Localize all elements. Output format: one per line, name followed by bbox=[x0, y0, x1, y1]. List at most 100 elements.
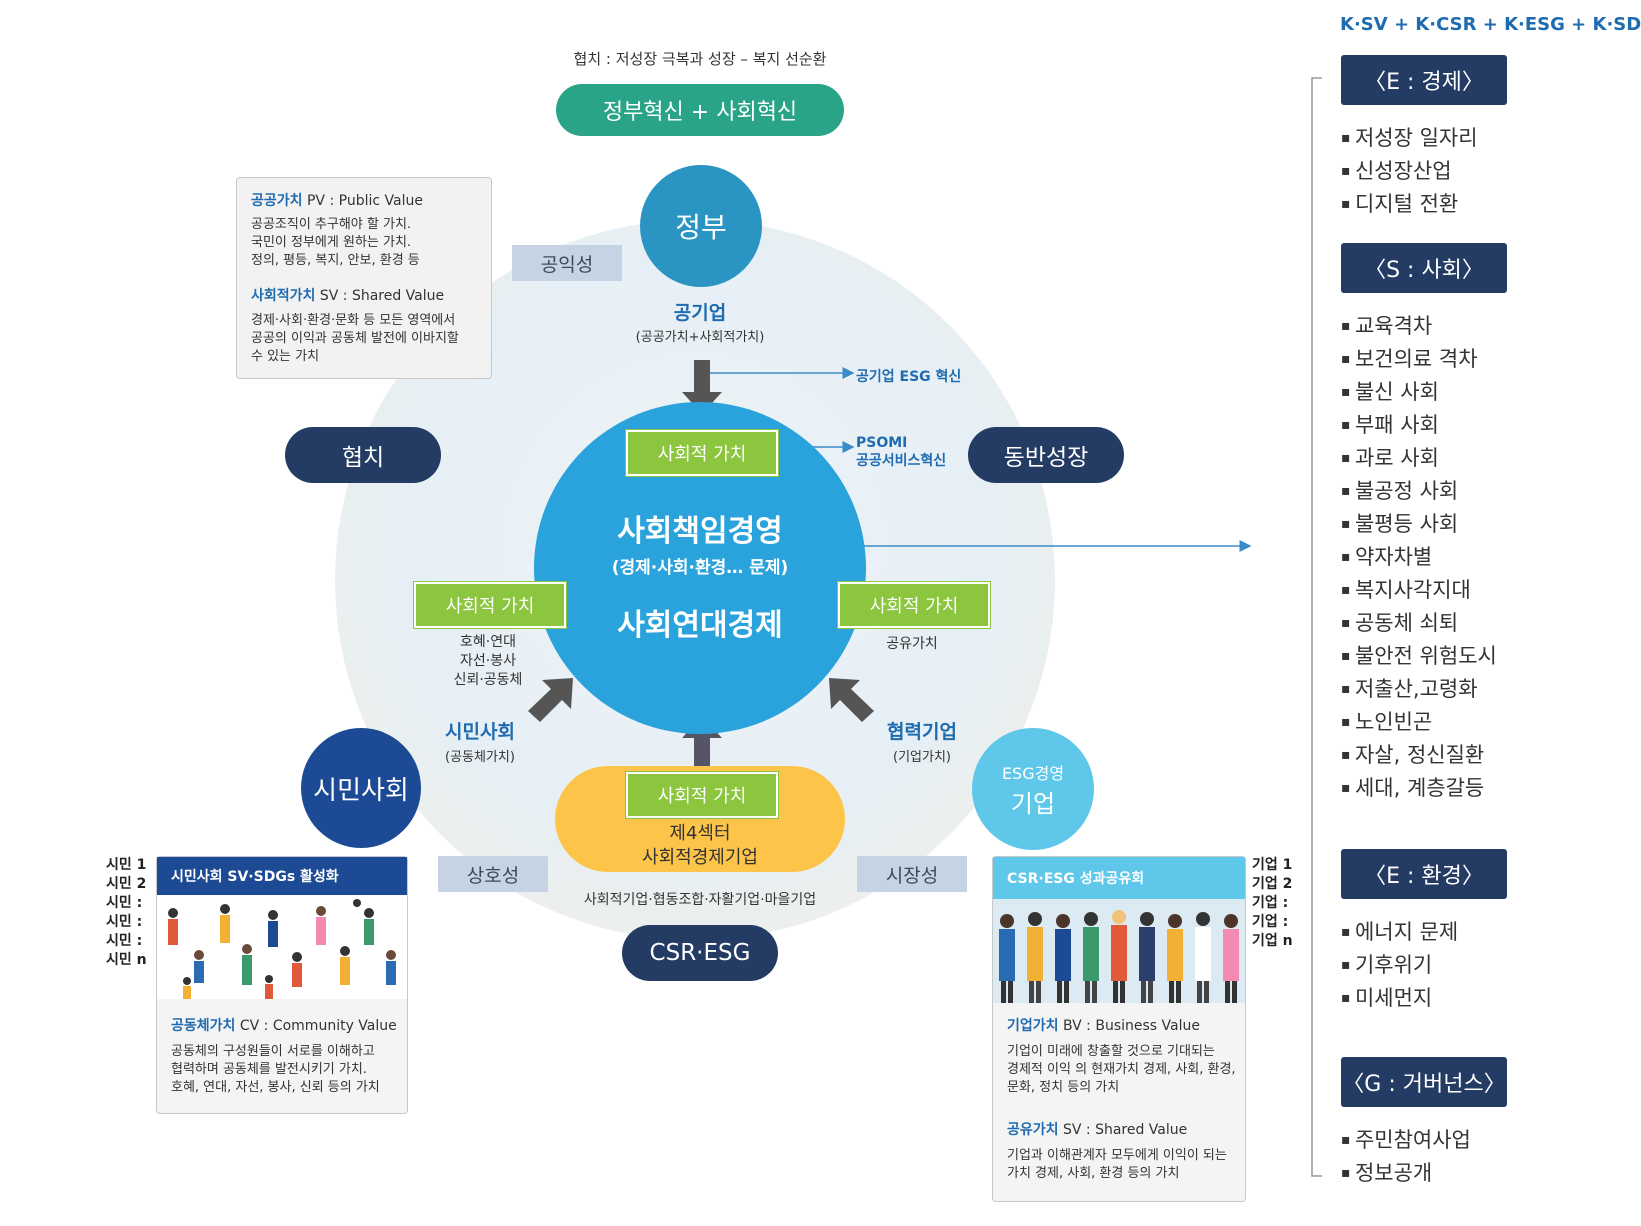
right-diagonal-arrow bbox=[829, 678, 874, 722]
category-item: 저출산,고령화 bbox=[1341, 673, 1497, 706]
fourth-sector-line: 사회적경제기업 bbox=[642, 847, 758, 868]
pv-line: 국민이 정부에게 원하는 가치. bbox=[251, 235, 412, 250]
company-item: 기업 : bbox=[1252, 895, 1289, 911]
company-card: CSR·ESG 성과공유회 기업가치 BV : Business Value 기… bbox=[992, 856, 1246, 1202]
category-item: 주민참여사업 bbox=[1341, 1124, 1471, 1157]
bv-title: 기업가치 BV : Business Value bbox=[1007, 1015, 1200, 1035]
left-sv-line: 호혜·연대 bbox=[460, 634, 516, 650]
category-item: 저성장 일자리 bbox=[1341, 122, 1478, 155]
cv-lines: 공동체의 구성원들이 서로를 이해하고 협력하며 공동체를 발전시키기 가치. … bbox=[171, 1043, 380, 1097]
category-item: 불신 사회 bbox=[1341, 376, 1497, 409]
pv-line: 정의, 평등, 복지, 안보, 환경 등 bbox=[251, 253, 420, 268]
company-card-header: CSR·ESG 성과공유회 bbox=[993, 857, 1245, 899]
category-economy-head: 〈E : 경제〉 bbox=[1341, 55, 1507, 105]
categories-bracket bbox=[1311, 77, 1322, 1177]
left-social-value-lines: 호혜·연대 자선·봉사 신뢰·공동체 bbox=[430, 633, 546, 690]
company-sv-title-bold: 공유가치 bbox=[1007, 1122, 1059, 1138]
category-society-head: 〈S : 사회〉 bbox=[1341, 243, 1507, 293]
company-sv-lines: 기업과 이해관계자 모두에게 이익이 되는 가치 경제, 사회, 환경 등의 가… bbox=[1007, 1147, 1227, 1183]
cv-line: 협력하며 공동체를 발전시키기 가치. bbox=[171, 1062, 367, 1077]
company-sv-title: 공유가치 SV : Shared Value bbox=[1007, 1119, 1187, 1139]
category-item: 불안전 위험도시 bbox=[1341, 640, 1497, 673]
top-caption: 협치 : 저성장 극복과 성장 – 복지 선순환 bbox=[573, 49, 827, 68]
esg-innovation-label: 공기업 ESG 혁신 bbox=[856, 369, 962, 385]
crowd-illustration-icon bbox=[168, 899, 396, 999]
cv-title-bold: 공동체가치 bbox=[171, 1018, 236, 1034]
company-sv-line: 기업과 이해관계자 모두에게 이익이 되는 bbox=[1007, 1148, 1227, 1163]
psomi-label: PSOMI 공공서비스혁신 bbox=[856, 434, 946, 470]
marketability-tag: 시장성 bbox=[857, 856, 967, 892]
framework-title: K·SV + K·CSR + K·ESG + K·SDGs bbox=[1340, 14, 1641, 35]
sv-line: 수 있는 가치 bbox=[251, 349, 320, 364]
bv-line: 경제적 이익 의 현재가치 경제, 사회, 환경, bbox=[1007, 1062, 1236, 1077]
category-item: 교육격차 bbox=[1341, 310, 1497, 343]
citizens-list: 시민 1 시민 2 시민 : 시민 : 시민 : 시민 n bbox=[106, 856, 150, 970]
cv-line: 공동체의 구성원들이 서로를 이해하고 bbox=[171, 1044, 375, 1059]
innovation-banner: 정부혁신 + 사회혁신 bbox=[556, 84, 844, 136]
category-item: 정보공개 bbox=[1341, 1157, 1471, 1190]
citizen-item: 시민 : bbox=[106, 914, 143, 930]
fourth-sector-caption: 사회적기업·협동조합·자활기업·마을기업 bbox=[583, 892, 817, 908]
category-item: 부패 사회 bbox=[1341, 409, 1497, 442]
category-item: 에너지 문제 bbox=[1341, 916, 1458, 949]
citizen-item: 시민 2 bbox=[106, 876, 147, 892]
esg-company-circle: ESG경영 기업 bbox=[972, 728, 1094, 850]
category-item: 불공정 사회 bbox=[1341, 475, 1497, 508]
partner-company-title: 협력기업 bbox=[887, 720, 957, 743]
civil-society-circle: 시민사회 bbox=[301, 728, 421, 848]
business-people-icon bbox=[999, 910, 1239, 1003]
csr-esg-pill: CSR·ESG bbox=[622, 925, 778, 981]
left-diagonal-arrow bbox=[528, 678, 573, 722]
company-item: 기업 1 bbox=[1252, 857, 1293, 873]
category-item: 복지사각지대 bbox=[1341, 574, 1497, 607]
company-item: 기업 n bbox=[1252, 933, 1293, 949]
category-item: 기후위기 bbox=[1341, 949, 1458, 982]
public-enterprise-sub: (공공가치+사회적가치) bbox=[635, 329, 765, 345]
partner-company-sub: (기업가치) bbox=[893, 749, 951, 765]
reciprocity-tag: 상호성 bbox=[438, 856, 548, 892]
civil-card-header: 시민사회 SV·SDGs 활성화 bbox=[157, 857, 407, 895]
right-social-value-line: 공유가치 bbox=[886, 636, 938, 652]
esg-company-line2: 기업 bbox=[1010, 789, 1056, 818]
bv-title-bold: 기업가치 bbox=[1007, 1018, 1059, 1034]
sv-title: 사회적가치 SV : Shared Value bbox=[251, 285, 444, 305]
psomi-line: PSOMI bbox=[856, 435, 908, 451]
shared-growth-pill: 동반성장 bbox=[968, 427, 1124, 483]
category-item: 신성장산업 bbox=[1341, 155, 1478, 188]
cv-title: 공동체가치 CV : Community Value bbox=[171, 1015, 397, 1035]
fourth-sector-text: 제4섹터 사회적경제기업 bbox=[580, 822, 820, 870]
category-item: 과로 사회 bbox=[1341, 442, 1497, 475]
citizen-item: 시민 1 bbox=[106, 857, 147, 873]
sv-line: 경제·사회·환경·문화 등 모든 영역에서 bbox=[251, 313, 456, 328]
pv-line: 공공조직이 추구해야 할 가치. bbox=[251, 217, 412, 232]
category-item: 노인빈곤 bbox=[1341, 706, 1497, 739]
right-social-value-box: 사회적 가치 bbox=[838, 582, 990, 628]
sv-title-rest: SV : Shared Value bbox=[315, 288, 445, 304]
civil-society-title: 시민사회 bbox=[445, 720, 515, 743]
pv-title-bold: 공공가치 bbox=[251, 193, 303, 209]
category-item: 세대, 계층갈등 bbox=[1341, 772, 1497, 805]
category-item: 약자차별 bbox=[1341, 541, 1497, 574]
csr-title: 사회책임경영 bbox=[617, 514, 783, 549]
companies-list: 기업 1 기업 2 기업 : 기업 : 기업 n bbox=[1252, 856, 1302, 951]
people-illustration bbox=[157, 895, 407, 999]
public-enterprise-title: 공기업 bbox=[673, 301, 727, 324]
fourth-sector-line: 제4섹터 bbox=[669, 823, 731, 844]
bv-title-rest: BV : Business Value bbox=[1058, 1018, 1200, 1034]
category-environment-list: 에너지 문제 기후위기 미세먼지 bbox=[1341, 916, 1458, 1015]
company-item: 기업 : bbox=[1252, 914, 1289, 930]
pv-title-rest: PV : Public Value bbox=[302, 193, 423, 209]
left-social-value-box: 사회적 가치 bbox=[414, 582, 566, 628]
governance-pill: 협치 bbox=[285, 427, 441, 483]
sv-title-bold: 사회적가치 bbox=[251, 288, 316, 304]
citizen-item: 시민 : bbox=[106, 895, 143, 911]
business-people-illustration bbox=[993, 899, 1245, 1003]
category-item: 미세먼지 bbox=[1341, 982, 1458, 1015]
category-society-list: 교육격차 보건의료 격차 불신 사회 부패 사회 과로 사회 불공정 사회 불평… bbox=[1341, 310, 1497, 805]
category-governance-list: 주민참여사업 정보공개 bbox=[1341, 1124, 1471, 1190]
category-item: 공동체 쇠퇴 bbox=[1341, 607, 1497, 640]
pv-title: 공공가치 PV : Public Value bbox=[251, 190, 423, 210]
csr-subtitle: (경제·사회·환경… 문제) bbox=[611, 557, 789, 578]
company-item: 기업 2 bbox=[1252, 876, 1293, 892]
civil-society-card: 시민사회 SV·SDGs 활성화 공동체가치 CV : Community Va… bbox=[156, 856, 408, 1114]
